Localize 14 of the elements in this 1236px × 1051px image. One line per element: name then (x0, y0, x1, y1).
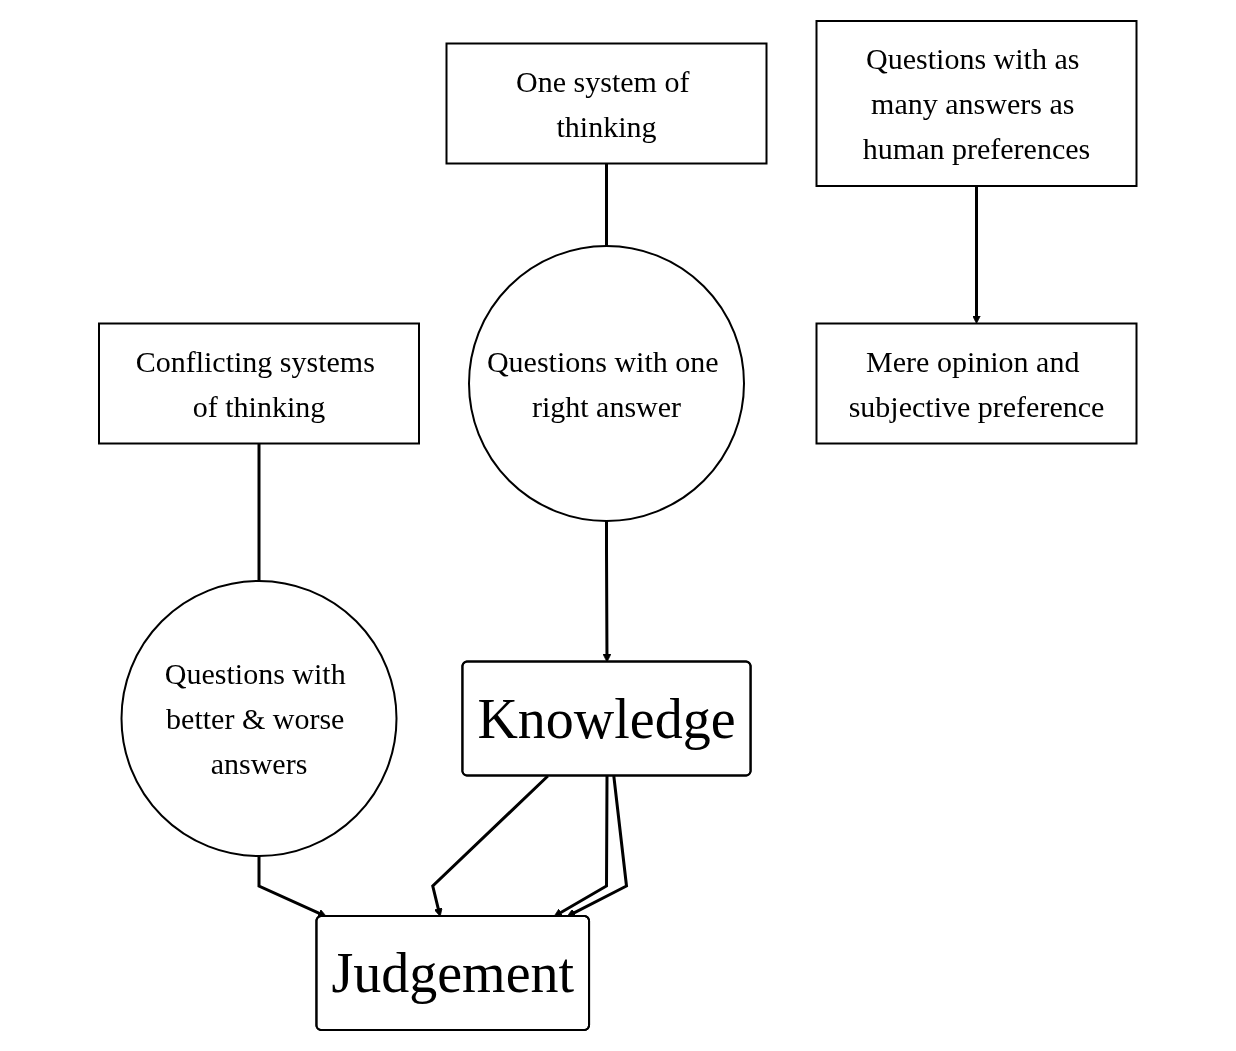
arrow (566, 775, 629, 917)
node-box: One system of thinking (445, 42, 768, 165)
node-circle: Questions with one right answer (468, 245, 746, 522)
node-box: Conflicting systems of thinking (98, 322, 421, 445)
arrow (602, 521, 612, 663)
node-circle: Questions with better & worse answers (120, 580, 398, 857)
arrow (972, 186, 982, 324)
connector (605, 163, 609, 246)
node-box: Questions with as many answers as human preferences (815, 20, 1138, 187)
node-box: Mere opinion and subjective preference (815, 322, 1138, 445)
connector (257, 443, 261, 581)
arrow (431, 774, 550, 917)
arrow (553, 776, 609, 917)
arrow (257, 856, 327, 918)
